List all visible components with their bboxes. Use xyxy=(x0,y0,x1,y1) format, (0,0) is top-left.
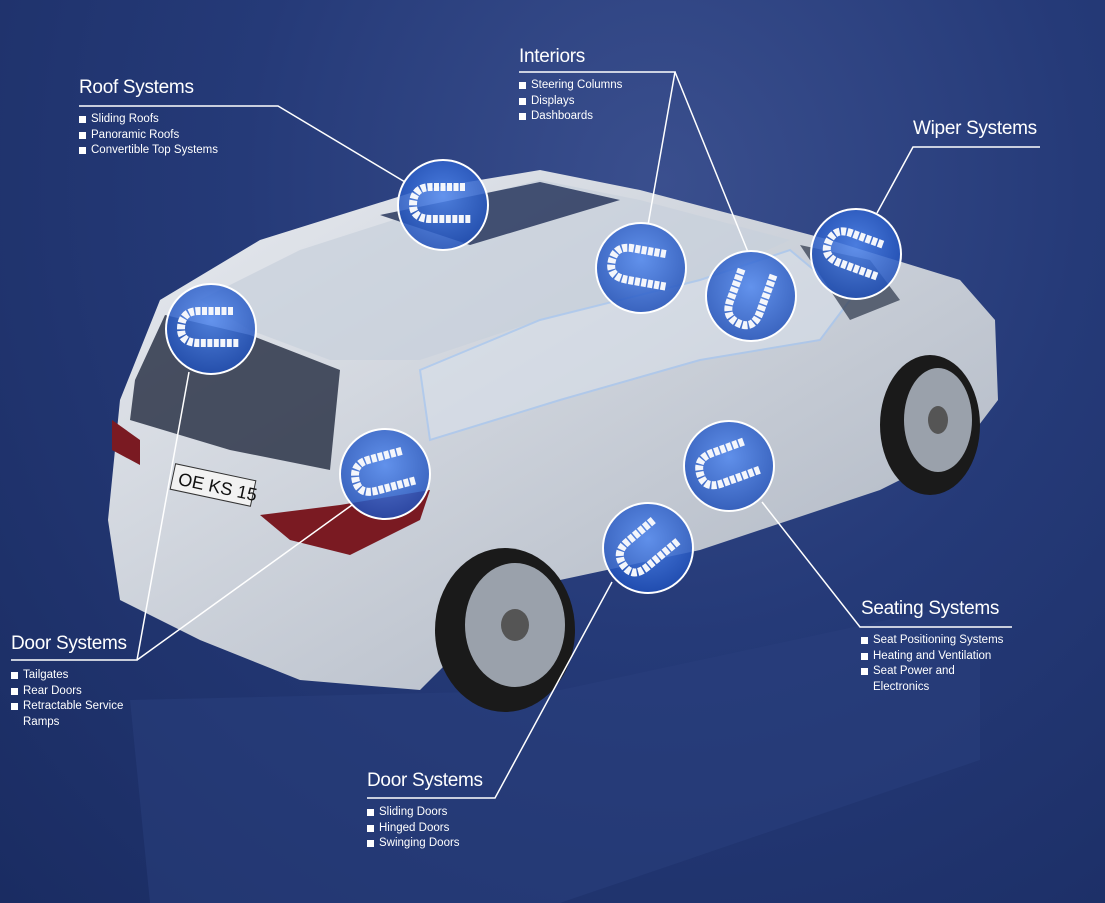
list-item: Panoramic Roofs xyxy=(79,128,218,144)
list-item-continued: Electronics xyxy=(873,680,930,693)
callout-title: Interiors xyxy=(519,46,585,67)
cable-chain-callout-circle xyxy=(810,208,902,300)
cable-chain-icon xyxy=(695,437,762,490)
list-item: Retractable Service xyxy=(11,699,127,715)
list-item: Steering Columns xyxy=(519,78,622,94)
list-item: Convertible Top Systems xyxy=(79,143,218,159)
seating-systems-callout: Seating Systems Seat Positioning Systems… xyxy=(861,598,1003,695)
rear-wheel xyxy=(435,548,575,712)
wiper-systems-callout: Wiper Systems xyxy=(913,118,1037,144)
cable-chain-icon xyxy=(724,267,778,330)
list-item: Hinged Doors xyxy=(367,821,483,837)
callout-title: Door Systems xyxy=(11,633,127,654)
cable-chain-callout-circle xyxy=(602,502,694,594)
cable-chain-callout-circle xyxy=(595,222,687,314)
list-item: Rear Doors xyxy=(11,684,127,700)
list-item: Sliding Doors xyxy=(367,805,483,821)
list-item: Seat Power and xyxy=(861,664,1003,680)
list-item: Sliding Roofs xyxy=(79,112,218,128)
cable-chain-icon xyxy=(176,307,239,347)
cable-chain-icon xyxy=(351,447,417,496)
car-reflection xyxy=(130,600,980,903)
cable-chain-icon xyxy=(607,243,667,291)
cable-chain-icon xyxy=(822,227,885,281)
list-item: Heating and Ventilation xyxy=(861,649,1003,665)
cable-chain-callout-circle xyxy=(165,283,257,375)
list-item: Seat Positioning Systems xyxy=(861,633,1003,649)
cable-chain-callout-circle xyxy=(339,428,431,520)
list-item-continued: Ramps xyxy=(23,715,60,728)
cable-chain-callout-circle xyxy=(683,420,775,512)
callout-title: Roof Systems xyxy=(79,77,194,98)
cable-chain-callout-circle xyxy=(397,159,489,251)
cable-chain-icon xyxy=(615,517,682,577)
list-item: Dashboards xyxy=(519,109,622,125)
callout-title: Wiper Systems xyxy=(913,118,1037,139)
license-plate xyxy=(169,463,257,507)
cable-chain-callout-circle xyxy=(705,250,797,342)
callout-title: Seating Systems xyxy=(861,598,1000,619)
list-item: Swinging Doors xyxy=(367,836,483,852)
cable-chain-icon xyxy=(408,183,471,223)
list-item: Displays xyxy=(519,94,622,110)
leader-lines xyxy=(11,71,1040,799)
callout-title: Door Systems xyxy=(367,770,483,791)
list-item: Tailgates xyxy=(11,668,127,684)
front-wheel xyxy=(880,355,980,495)
